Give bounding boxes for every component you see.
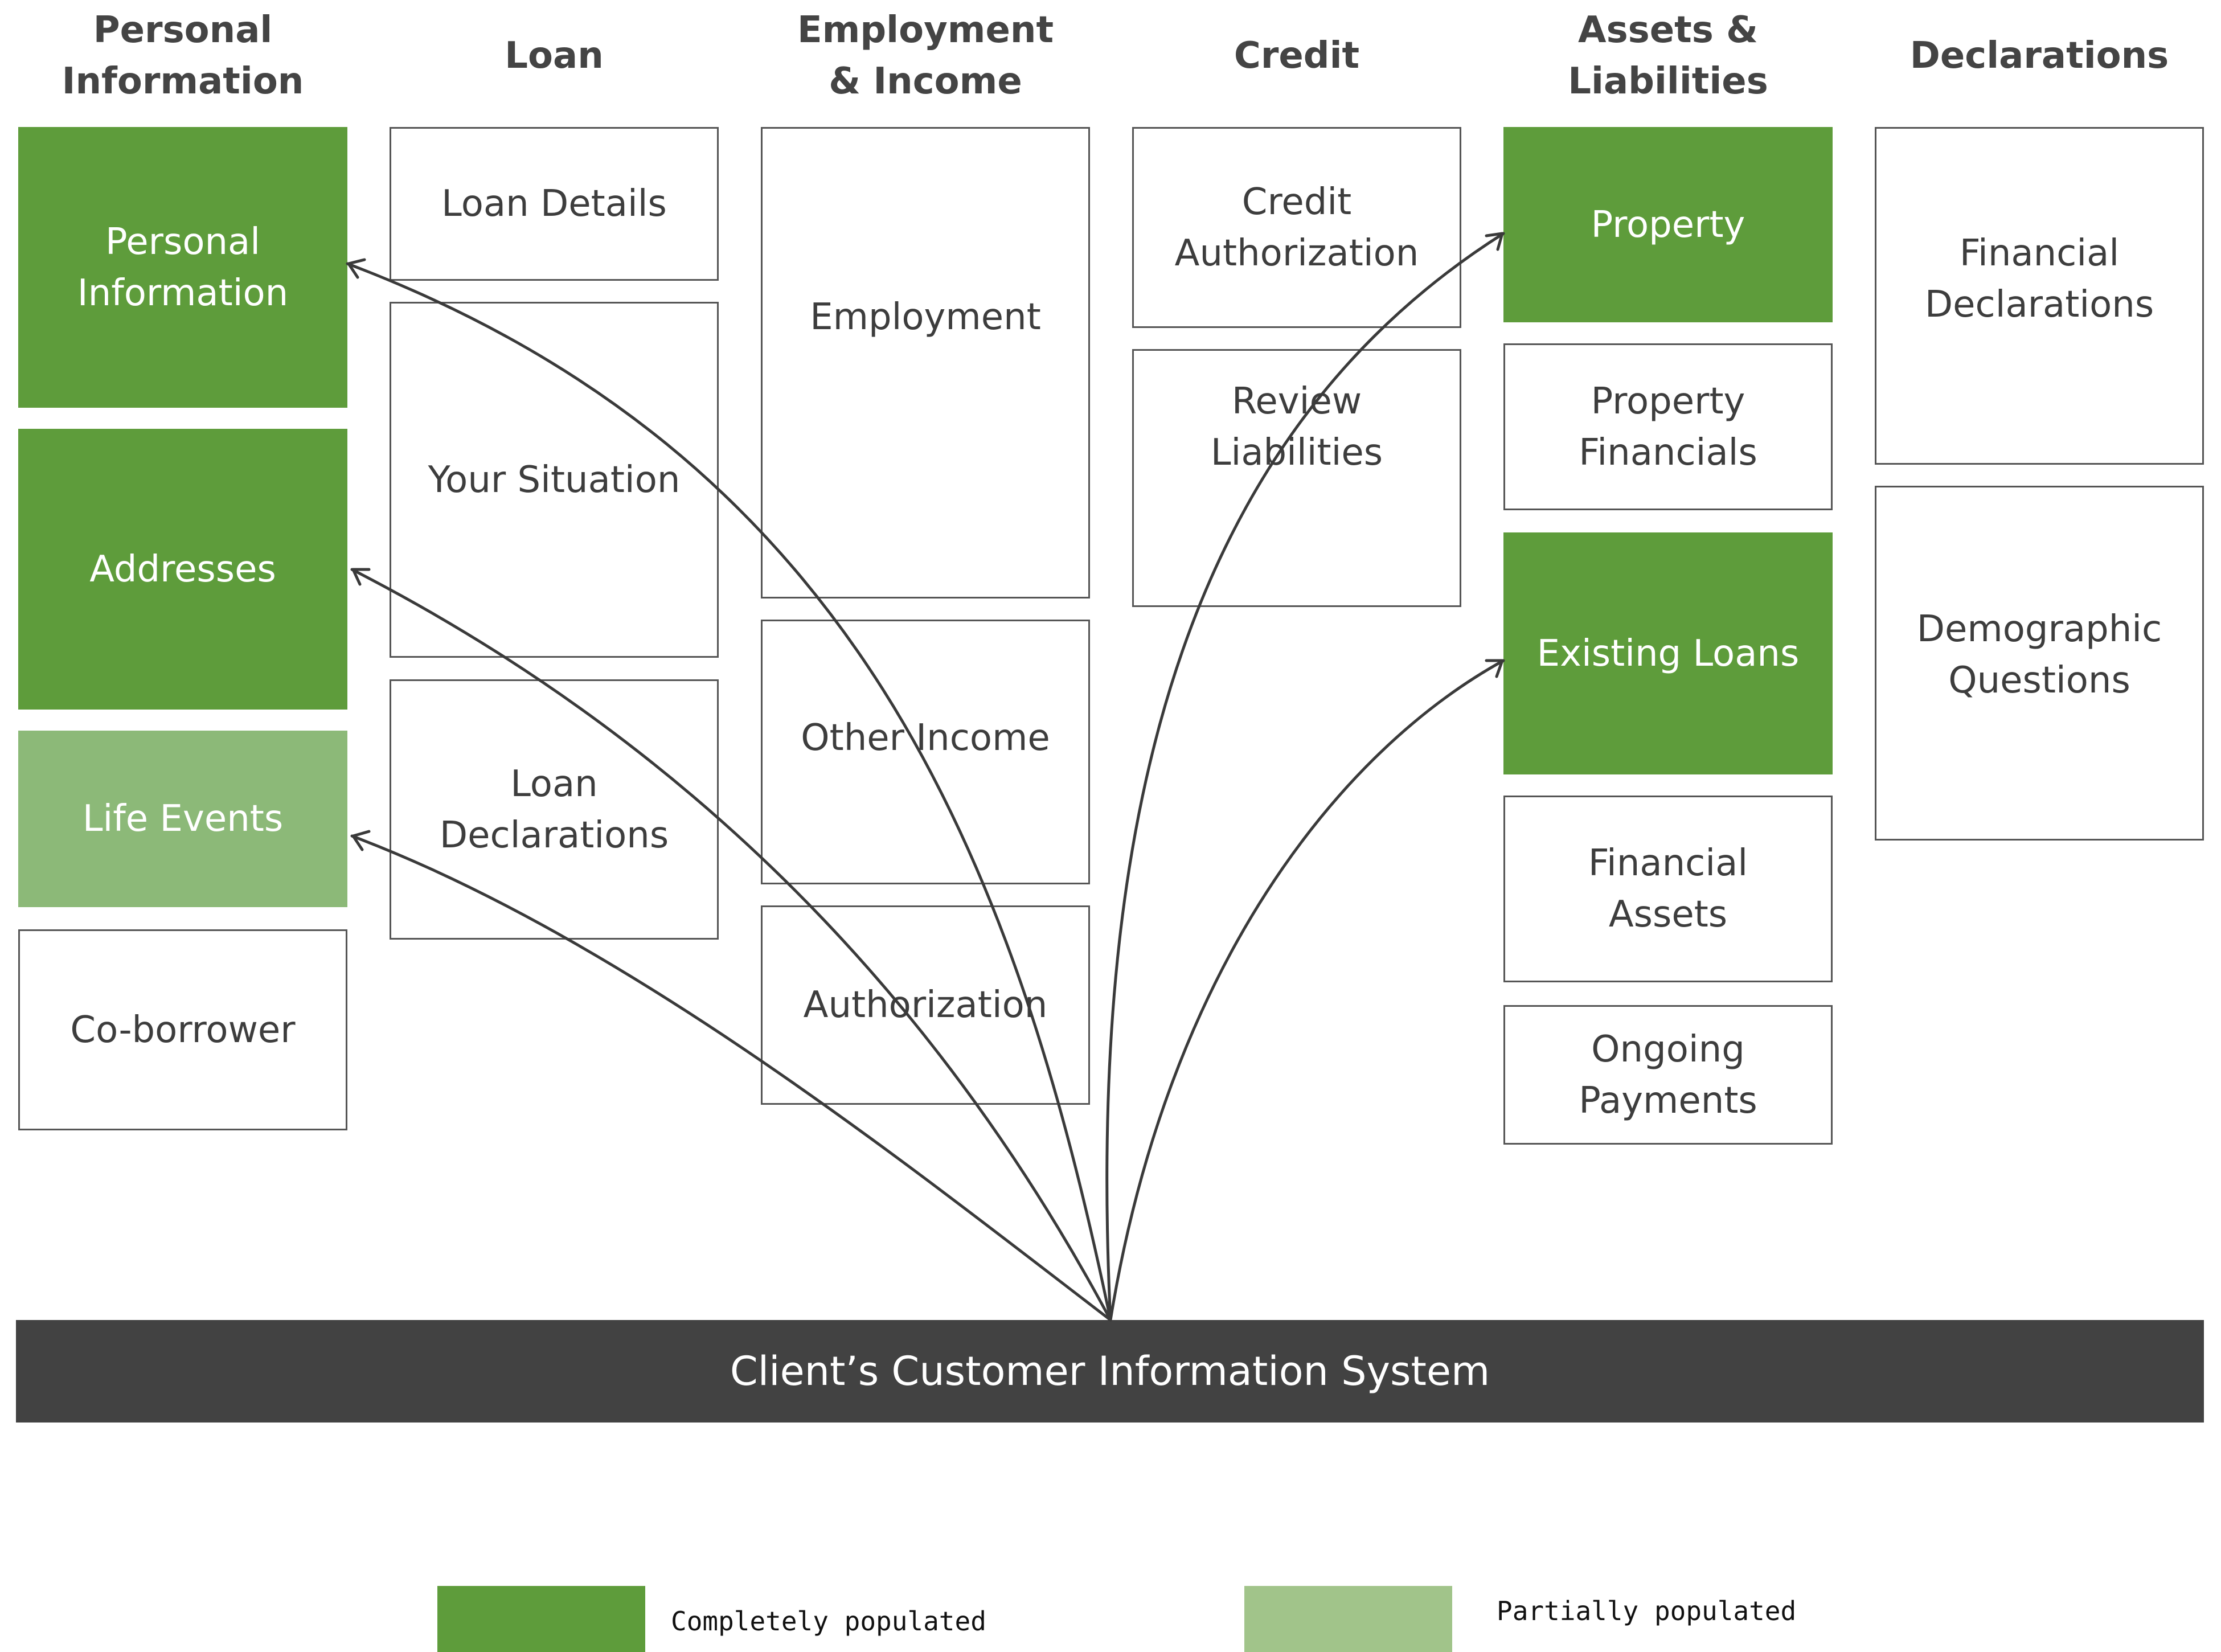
arrowhead-life-events-icon	[351, 830, 371, 851]
box-financial-declarations: Financial Declarations	[1875, 127, 2204, 465]
column-header-assets-liabilities: Assets & Liabilities	[1568, 9, 1768, 103]
box-review-liabilities: Review Liabilities	[1132, 349, 1461, 607]
system-bar-label: Client’s Customer Information System	[730, 1348, 1490, 1395]
arrowhead-addresses-icon	[351, 568, 371, 586]
legend-swatch-complete	[437, 1586, 645, 1652]
box-demographic-questions: Demographic Questions	[1875, 486, 2204, 841]
box-ongoing-payments: Ongoing Payments	[1503, 1005, 1833, 1145]
legend-label-partial: Partially populated	[1497, 1596, 1797, 1626]
arrow-system-to-existing-loans	[1109, 659, 1505, 1322]
legend-swatch-partial	[1244, 1586, 1452, 1652]
arrowhead-property-icon	[1485, 232, 1504, 251]
column-header-employment-income: Employment & Income	[797, 9, 1054, 103]
box-other-income: Other Income	[761, 620, 1090, 884]
column-header-declarations: Declarations	[1909, 35, 2169, 77]
box-authorization: Authorization	[761, 905, 1090, 1105]
legend-label-complete: Completely populated	[671, 1606, 986, 1637]
column-header-loan: Loan	[505, 35, 604, 77]
customer-information-system-bar: Client’s Customer Information System	[16, 1320, 2204, 1423]
box-loan-details: Loan Details	[390, 127, 719, 281]
arrowhead-existing-loans-icon	[1485, 659, 1504, 678]
box-property-financials: Property Financials	[1503, 343, 1833, 510]
box-your-situation: Your Situation	[390, 302, 719, 658]
box-co-borrower: Co-borrower	[18, 929, 347, 1130]
box-loan-declarations: Loan Declarations	[390, 679, 719, 940]
box-life-events: Life Events	[18, 731, 347, 907]
arrowhead-personal-information-icon	[347, 258, 366, 279]
box-property: Property	[1503, 127, 1833, 322]
box-credit-authorization: Credit Authorization	[1132, 127, 1461, 328]
box-addresses: Addresses	[18, 429, 347, 710]
box-financial-assets: Financial Assets	[1503, 796, 1833, 982]
box-existing-loans: Existing Loans	[1503, 532, 1833, 774]
box-personal-information: Personal Information	[18, 127, 347, 408]
column-header-personal-information: Personal Information	[62, 9, 304, 103]
box-employment: Employment	[761, 127, 1090, 599]
column-header-credit: Credit	[1234, 35, 1360, 77]
